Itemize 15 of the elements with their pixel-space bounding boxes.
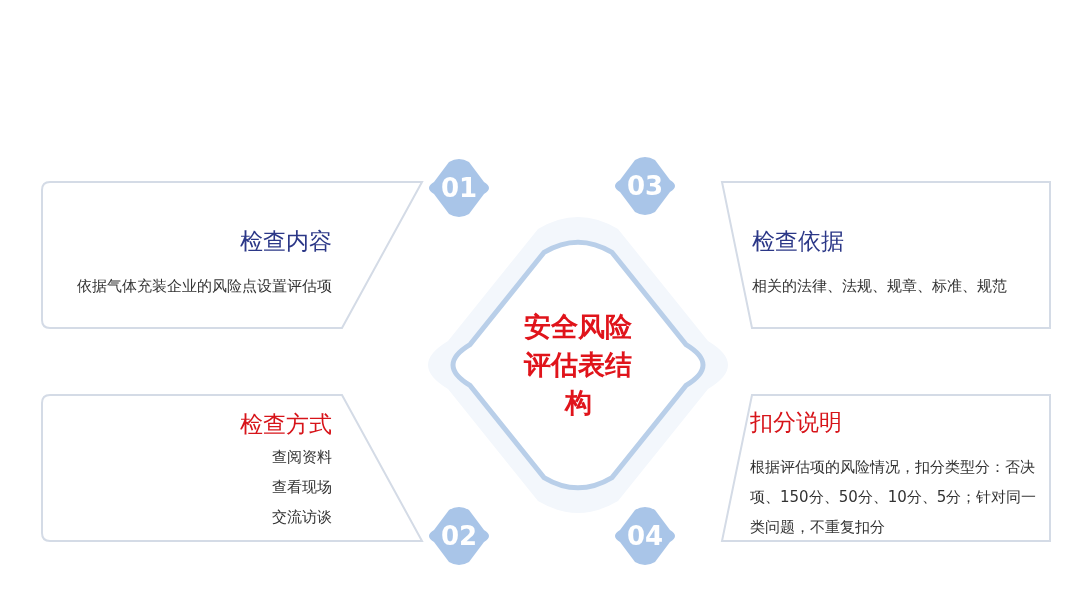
panel-text: 查看现场 [271,477,332,498]
panel-heading: 扣分说明 [750,408,843,437]
info-panel [42,395,422,541]
info-panel [42,182,422,328]
panel-text: 查阅资料 [271,447,332,468]
panel-heading: 检查内容 [239,227,332,256]
panel-heading: 检查方式 [240,410,332,439]
panel-text: 根据评估项的风险情况，扣分类型分：否决项、150分、50分、10分、5分；针对同一类问题，不重复扣分 [750,457,1038,538]
center-title: 安全风险评估表结构 [522,310,633,420]
info-panel [722,182,1050,328]
panel-text: 相关的法律、法规、规章、标准、规范 [752,276,1007,297]
info-panel [722,395,1050,541]
panel-text: 交流访谈 [271,507,332,528]
panel-heading: 检查依据 [752,227,845,256]
panel-text: 依据气体充装企业的风险点设置评估项 [77,276,332,297]
